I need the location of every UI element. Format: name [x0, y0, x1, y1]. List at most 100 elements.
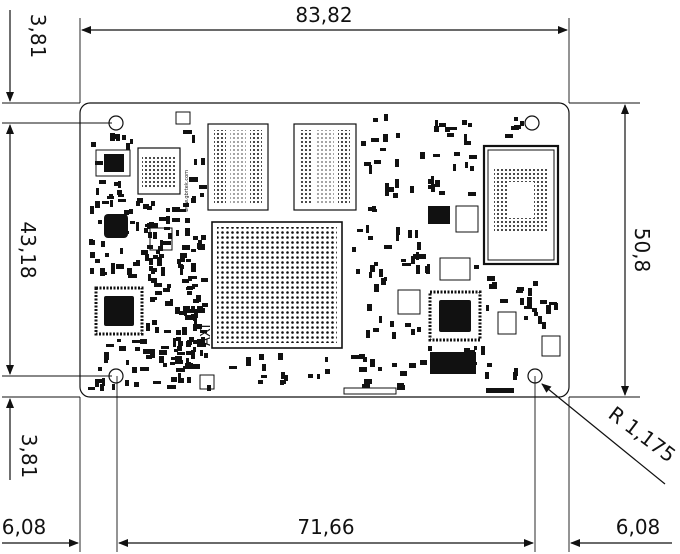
- passive-component: [396, 235, 399, 241]
- passive-component: [433, 154, 440, 157]
- passive-component: [149, 266, 153, 271]
- passive-component: [417, 242, 421, 250]
- passive-component: [159, 254, 164, 258]
- passive-component: [177, 346, 182, 351]
- passive-component: [134, 382, 139, 387]
- passive-component: [165, 301, 170, 306]
- soc-bga-chip: [211, 221, 343, 349]
- passive-component: [171, 357, 176, 360]
- passive-component: [186, 358, 189, 363]
- passive-component: [95, 259, 100, 263]
- passive-component: [454, 152, 460, 156]
- passive-component: [147, 206, 152, 210]
- passive-component: [280, 380, 286, 384]
- passive-component: [148, 274, 151, 281]
- passive-component: [487, 363, 492, 367]
- dimension-lines: [2, 10, 672, 547]
- passive-component: [514, 117, 518, 121]
- passive-component: [193, 347, 196, 352]
- ddr-chip-right: [293, 123, 357, 211]
- passive-component: [397, 385, 405, 390]
- pcb-board: AXI www.gbrtek.com: [79, 102, 570, 398]
- passive-component: [119, 346, 126, 351]
- passive-component: [500, 299, 508, 303]
- passive-component: [533, 281, 538, 286]
- passive-component: [90, 268, 94, 274]
- passive-component: [175, 307, 180, 314]
- passive-component: [180, 209, 186, 212]
- passive-component: [534, 312, 538, 316]
- passive-component: [383, 134, 388, 142]
- passive-component: [371, 138, 379, 142]
- passive-component: [166, 208, 170, 212]
- passive-component: [379, 316, 382, 323]
- passive-component: [180, 265, 184, 269]
- dim-hole-spacing-vertical: 43,18: [16, 221, 40, 278]
- passive-component: [396, 227, 400, 235]
- passive-component: [125, 380, 129, 386]
- passive-component: [176, 337, 181, 341]
- passive-component: [393, 193, 398, 198]
- passive-component: [420, 152, 425, 159]
- passive-component: [178, 378, 184, 383]
- passive-component: [191, 350, 195, 359]
- passive-component: [146, 355, 152, 359]
- passive-component: [435, 180, 440, 187]
- passive-component: [194, 324, 202, 329]
- passive-component: [538, 316, 542, 324]
- passive-component: [182, 327, 187, 335]
- passive-components: [88, 114, 558, 391]
- passive-component: [374, 160, 381, 164]
- passive-component: [154, 283, 162, 287]
- mounting-hole-bottom-left: [108, 368, 124, 384]
- passive-component: [261, 375, 267, 378]
- passive-component: [462, 120, 467, 125]
- passive-component: [158, 246, 163, 251]
- passive-component: [174, 349, 178, 352]
- passive-component: [385, 183, 389, 189]
- dim-board-height: 50,8: [630, 228, 654, 273]
- passive-component: [182, 279, 189, 283]
- passive-component: [143, 204, 149, 209]
- passive-component: [136, 222, 139, 231]
- passive-component: [114, 182, 119, 186]
- passive-component: [185, 218, 190, 223]
- passive-component: [153, 255, 158, 259]
- passive-component: [554, 303, 558, 310]
- passive-component: [374, 284, 379, 292]
- passive-component: [369, 165, 372, 174]
- passive-component: [465, 162, 468, 168]
- passive-component: [362, 384, 370, 388]
- passive-component: [384, 114, 388, 121]
- passive-component: [532, 308, 537, 312]
- passive-component: [153, 232, 157, 239]
- passive-component: [194, 318, 197, 326]
- passive-component: [101, 241, 105, 247]
- passive-component: [388, 187, 394, 192]
- passive-component: [469, 155, 477, 159]
- passive-component: [166, 216, 170, 222]
- passive-component: [88, 387, 95, 390]
- passive-component: [516, 290, 523, 293]
- passive-component: [112, 384, 115, 390]
- passive-component: [453, 164, 456, 171]
- passive-component: [385, 189, 389, 196]
- passive-component: [439, 123, 446, 127]
- passive-component: [487, 276, 495, 281]
- passive-component: [189, 337, 194, 342]
- passive-component: [201, 278, 208, 282]
- passive-component: [156, 250, 160, 254]
- passive-component: [183, 306, 190, 311]
- passive-component: [148, 232, 152, 238]
- passive-component: [104, 226, 108, 230]
- passive-component: [470, 350, 475, 357]
- passive-component: [366, 225, 369, 233]
- passive-component: [197, 243, 202, 246]
- passive-component: [193, 324, 197, 331]
- passive-component: [549, 302, 557, 305]
- passive-component: [140, 339, 147, 344]
- passive-component: [468, 192, 476, 196]
- passive-component: [155, 291, 162, 295]
- passive-component: [192, 284, 198, 287]
- passive-component: [185, 315, 191, 320]
